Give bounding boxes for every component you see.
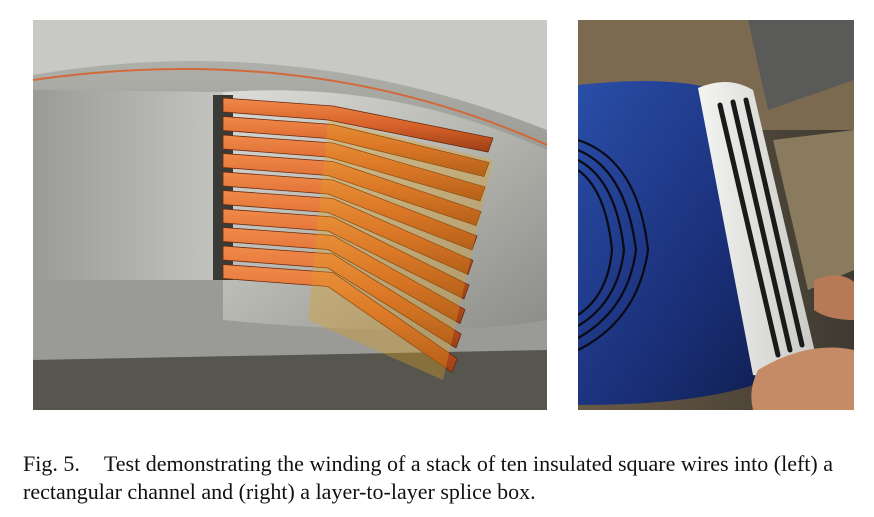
- insulated-wire: [222, 190, 474, 276]
- insulated-wire: [222, 153, 482, 227]
- insulated-wire: [222, 116, 490, 177]
- figure-caption-text: Test demonstrating the winding of a stac…: [23, 451, 834, 504]
- insulated-wire: [222, 171, 478, 251]
- insulated-wire: [222, 97, 494, 153]
- rectangular-channel-photo: [33, 20, 547, 410]
- rectangular-channel-image: [33, 20, 547, 410]
- figure-label: Fig. 5.: [23, 451, 80, 476]
- insulated-wire: [222, 227, 466, 325]
- insulated-wire: [222, 264, 458, 374]
- insulated-wire: [222, 134, 486, 202]
- insulated-wire: [222, 245, 462, 349]
- splice-box-image: [578, 20, 854, 410]
- figure-caption: Fig. 5.Test demonstrating the winding of…: [23, 450, 863, 506]
- insulated-wire: [222, 208, 470, 300]
- splice-box-photo: [578, 20, 854, 410]
- wire-stack: [222, 97, 494, 374]
